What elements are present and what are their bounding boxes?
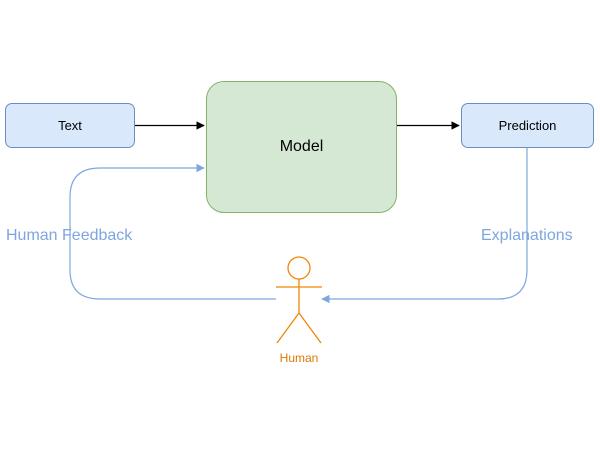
explanations-label: Explanations (481, 227, 573, 244)
prediction-node[interactable]: Prediction (461, 103, 594, 148)
text-node-label: Text (58, 118, 82, 133)
prediction-node-label: Prediction (498, 118, 557, 133)
model-node[interactable]: Model (206, 81, 397, 213)
human-feedback-label: Human Feedback (6, 227, 133, 244)
edge-human-feedback (69, 163, 276, 300)
model-node-label: Model (279, 138, 324, 155)
human-actor-label: Human (279, 351, 319, 365)
human-actor-icon (276, 256, 322, 344)
edge-explanations (321, 148, 528, 304)
text-node[interactable]: Text (5, 103, 135, 148)
